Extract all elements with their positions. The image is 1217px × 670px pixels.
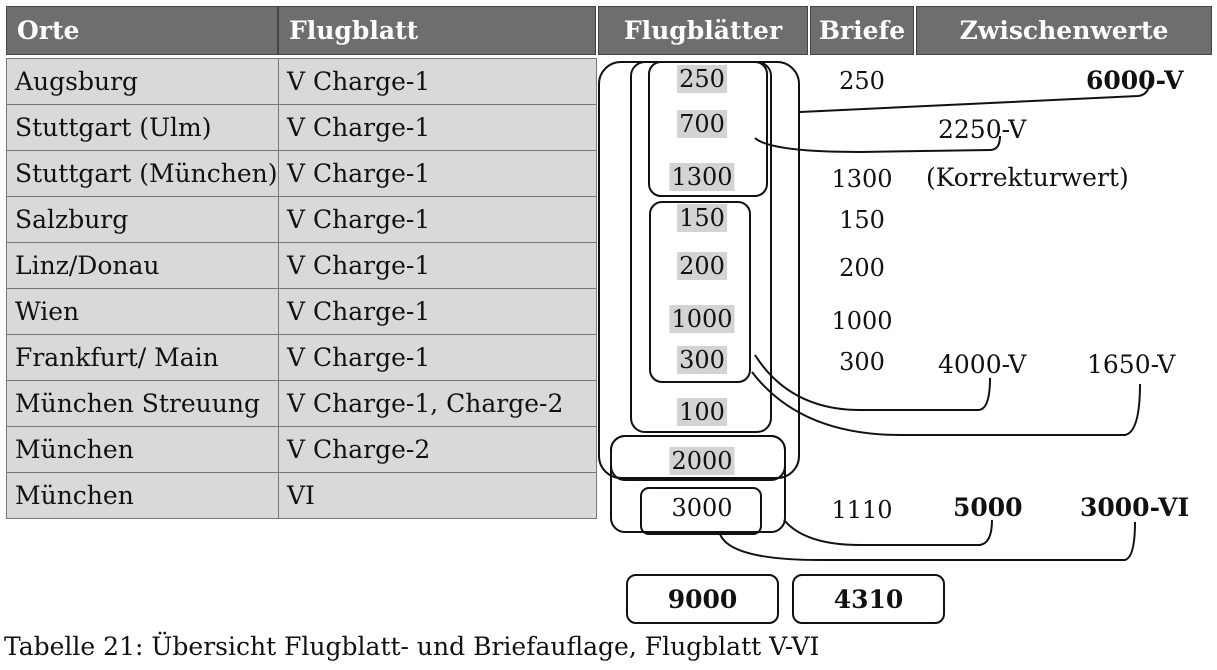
total-briefe: 4310 (792, 574, 945, 624)
header-flugblatt: Flugblatt (278, 6, 596, 55)
cell-flugblatt: V Charge-1 (278, 58, 597, 105)
zw-1650-v: 1650-V (1087, 350, 1176, 379)
group-box-muenchen-total (610, 435, 786, 533)
connector-5000 (783, 519, 993, 546)
briefe-value: 200 (839, 254, 885, 282)
table-caption: Tabelle 21: Übersicht Flugblatt- und Bri… (4, 632, 820, 661)
table-row: Stuttgart (München)V Charge-1 (6, 150, 597, 197)
cell-flugblatt: VI (278, 472, 597, 519)
cell-ort: München (6, 426, 279, 473)
flugblaetter-value-text: 2000 (669, 447, 735, 475)
total-flugblaetter: 9000 (626, 574, 779, 624)
cell-ort: Stuttgart (München) (6, 150, 279, 197)
flugblaetter-value: 2000 (669, 446, 735, 476)
cell-ort: Wien (6, 288, 279, 335)
cell-flugblatt: V Charge-1, Charge-2 (278, 380, 597, 427)
zw-4000-v: 4000-V (938, 350, 1027, 379)
cell-flugblatt: V Charge-1 (278, 334, 597, 381)
flugblaetter-value: 700 (677, 109, 727, 139)
flugblaetter-value-text: 1300 (669, 163, 735, 191)
flugblaetter-value: 250 (677, 64, 727, 94)
cell-flugblatt: V Charge-1 (278, 196, 597, 243)
flugblaetter-value: 1300 (669, 162, 735, 192)
connector-2250 (754, 135, 1001, 154)
cell-ort: Stuttgart (Ulm) (6, 104, 279, 151)
group-box-stuttgart (648, 61, 768, 197)
flugblaetter-value: 100 (677, 397, 727, 427)
cell-ort: München Streuung (6, 380, 279, 427)
header-zwischenwerte: Zwischenwerte (916, 6, 1212, 55)
zw-3000-vi: 3000-VI (1080, 493, 1190, 522)
briefe-value: 150 (839, 206, 885, 234)
zw-korrekturwert: (Korrekturwert) (926, 163, 1129, 192)
cell-flugblatt: V Charge-1 (278, 150, 597, 197)
flugblaetter-value-text: 150 (677, 204, 727, 232)
connector-3000-vi (719, 521, 1136, 561)
cell-ort: Salzburg (6, 196, 279, 243)
briefe-value: 1300 (831, 165, 893, 193)
group-box-austria (649, 201, 751, 383)
flugblaetter-value-text: 300 (677, 346, 727, 374)
group-box-vi-3000 (640, 487, 762, 535)
zw-5000: 5000 (953, 493, 1023, 522)
cell-ort: München (6, 472, 279, 519)
flugblaetter-value: 300 (677, 345, 727, 375)
flugblaetter-value-text: 200 (677, 252, 727, 280)
briefe-value: 300 (839, 348, 885, 376)
connector-6000 (799, 77, 1151, 113)
cell-ort: Augsburg (6, 58, 279, 105)
flugblaetter-value: 1000 (669, 304, 735, 334)
cell-flugblatt: V Charge-1 (278, 288, 597, 335)
header-briefe: Briefe (810, 6, 914, 55)
zw-2250-v: 2250-V (938, 115, 1027, 144)
cell-flugblatt: V Charge-1 (278, 104, 597, 151)
flugblaetter-value-text: 3000 (671, 494, 733, 522)
connector-1650 (751, 371, 1141, 436)
flugblaetter-value-text: 100 (677, 398, 727, 426)
briefe-value: 1110 (831, 496, 893, 524)
zw-6000-v: 6000-V (1086, 66, 1184, 95)
connector-4000 (754, 354, 991, 411)
flugblaetter-value: 150 (677, 203, 727, 233)
header-orte: Orte (6, 6, 278, 55)
header-flugblaetter: Flugblätter (598, 6, 808, 55)
table-row: Stuttgart (Ulm)V Charge-1 (6, 104, 597, 151)
cell-ort: Frankfurt/ Main (6, 334, 279, 381)
flugblaetter-value-text: 1000 (669, 305, 735, 333)
flugblaetter-value-text: 700 (677, 110, 727, 138)
briefe-value: 1000 (831, 307, 893, 335)
flugblaetter-value: 200 (677, 251, 727, 281)
flugblaetter-value-text: 250 (677, 65, 727, 93)
flugblaetter-value: 3000 (671, 493, 732, 523)
cell-flugblatt: V Charge-2 (278, 426, 597, 473)
briefe-value: 250 (839, 67, 885, 95)
cell-flugblatt: V Charge-1 (278, 242, 597, 289)
